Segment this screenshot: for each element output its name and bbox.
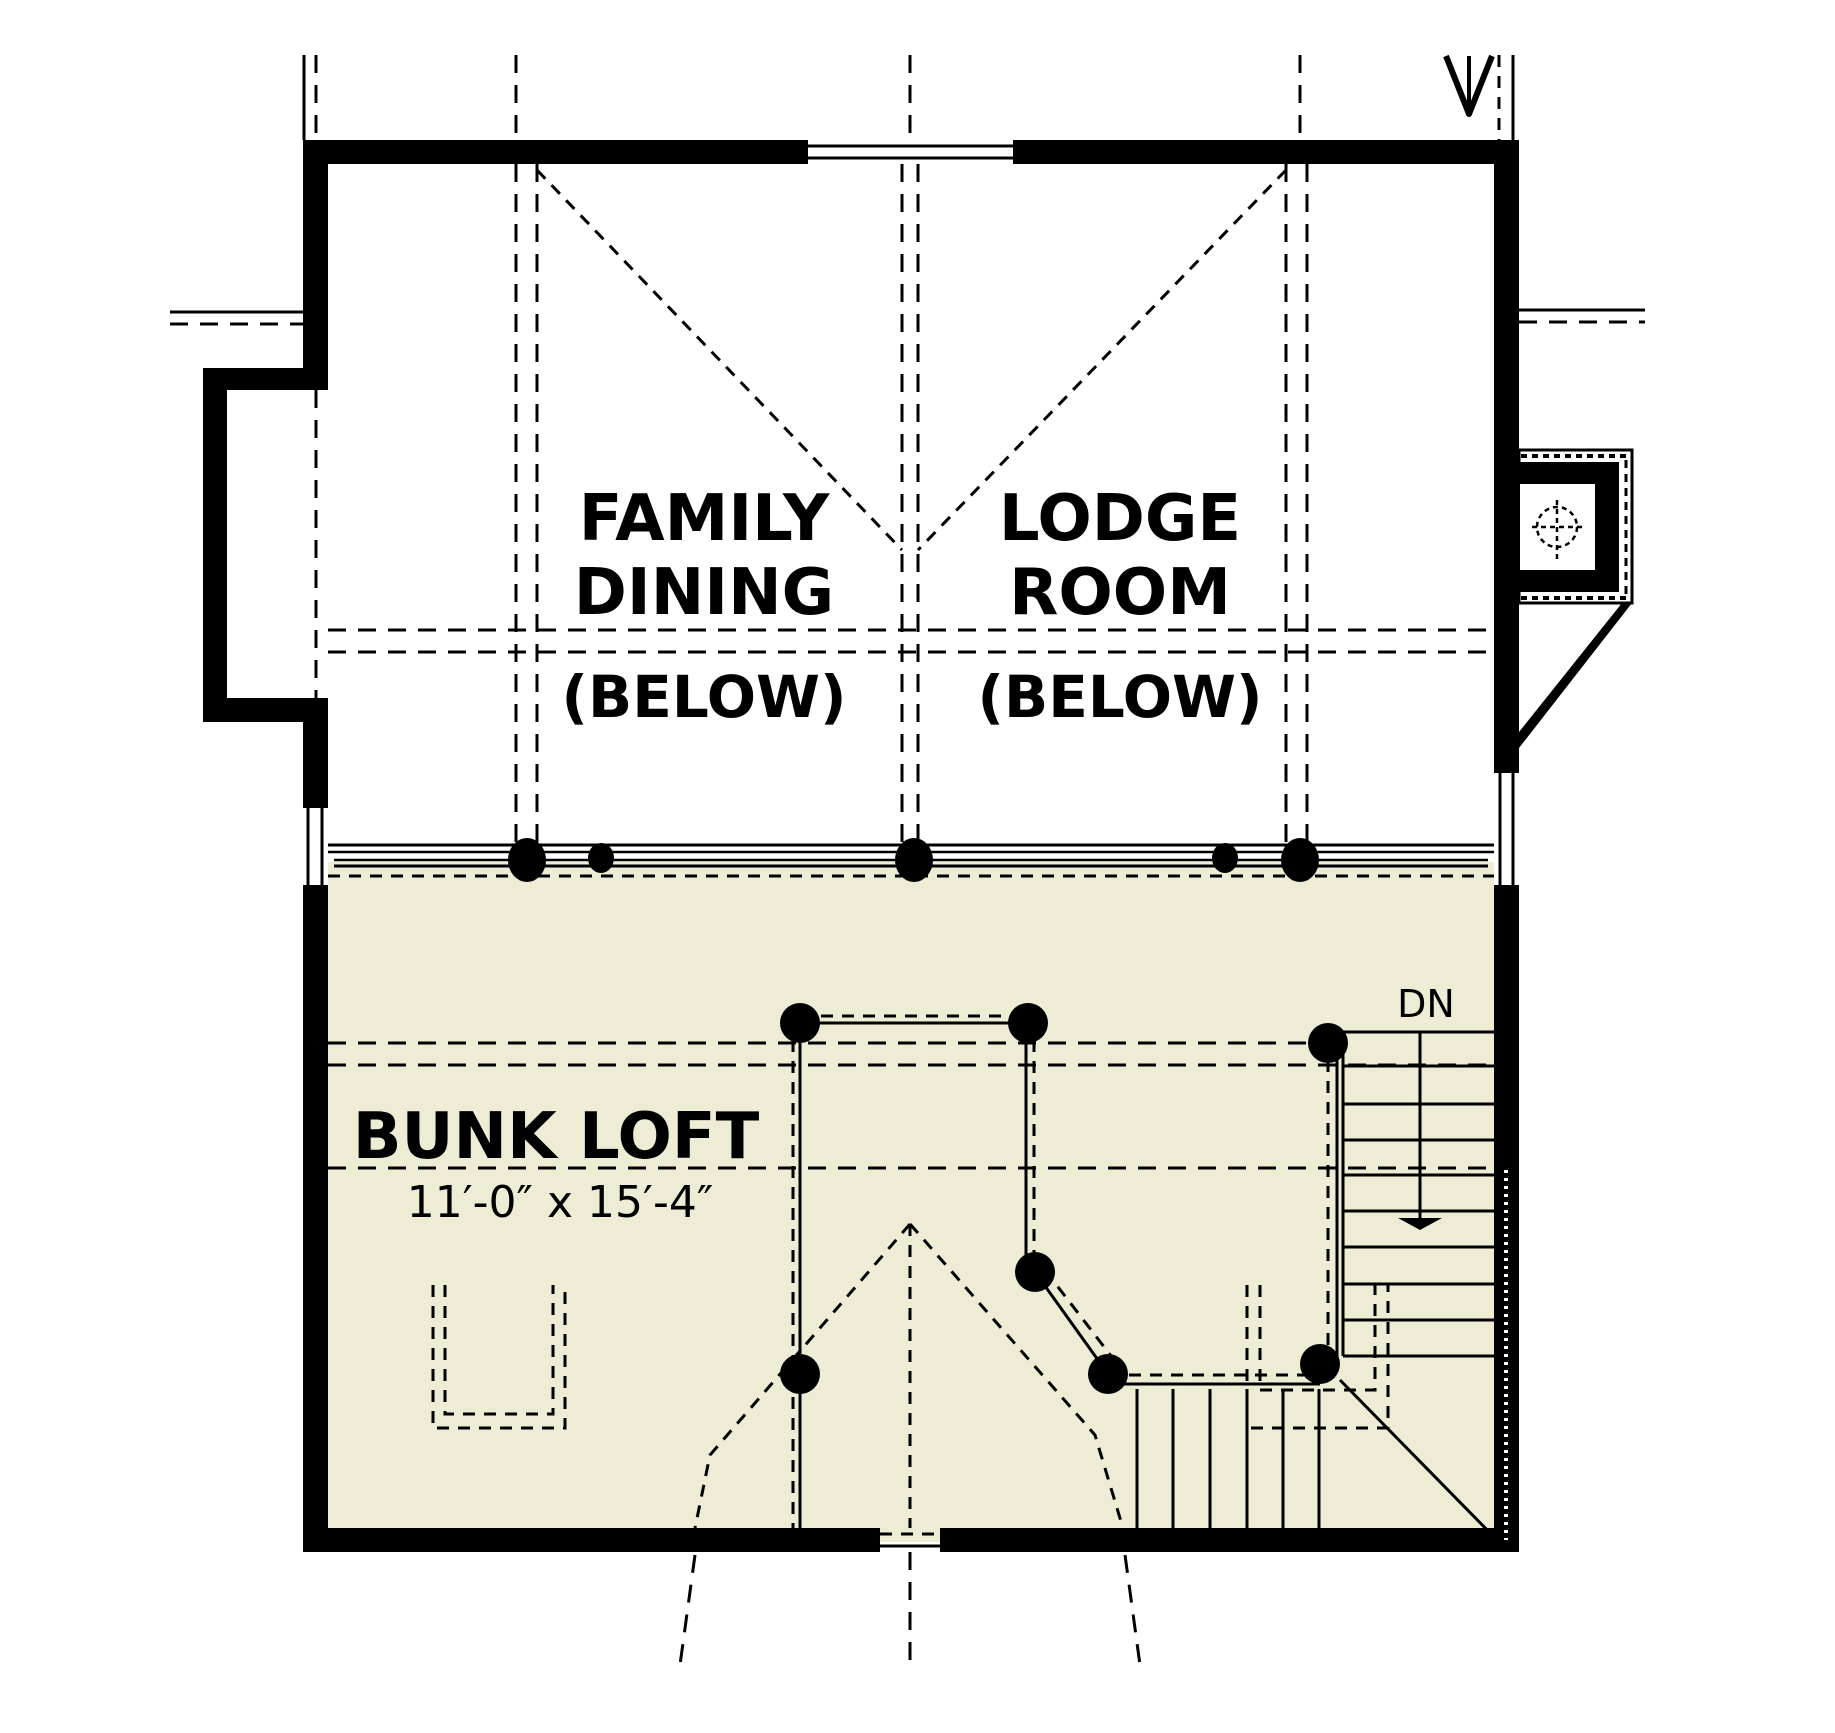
bunk-loft-label: BUNK LOFT: [353, 1100, 760, 1174]
exterior-walls: [203, 140, 1519, 1552]
stairwell-railing: [780, 1003, 1348, 1528]
lodge-room-label-line2: ROOM: [1009, 556, 1231, 630]
north-arrow-icon: [1443, 54, 1495, 117]
loft-guides: [328, 1041, 1494, 1529]
family-dining-label-line2: DINING: [574, 556, 834, 630]
exterior-guide-lines: [170, 55, 1645, 1666]
bunk-loft-dimensions: 11′-0″ x 15′-4″: [407, 1177, 714, 1228]
stair-down-label: DN: [1397, 982, 1455, 1026]
lodge-room-note: (BELOW): [977, 663, 1262, 731]
bunk-bed-outline: [431, 1285, 567, 1430]
lodge-room-label-line1: LODGE: [999, 482, 1241, 556]
family-dining-label-line1: FAMILY: [579, 482, 830, 556]
below-floor-guides: [314, 164, 1510, 845]
family-dining-note: (BELOW): [561, 663, 846, 731]
fireplace-chimney: [1517, 448, 1634, 748]
loft-railing: [328, 838, 1494, 882]
arrowhead-icon: [1398, 1218, 1442, 1230]
stair-down[interactable]: [1135, 1030, 1499, 1542]
